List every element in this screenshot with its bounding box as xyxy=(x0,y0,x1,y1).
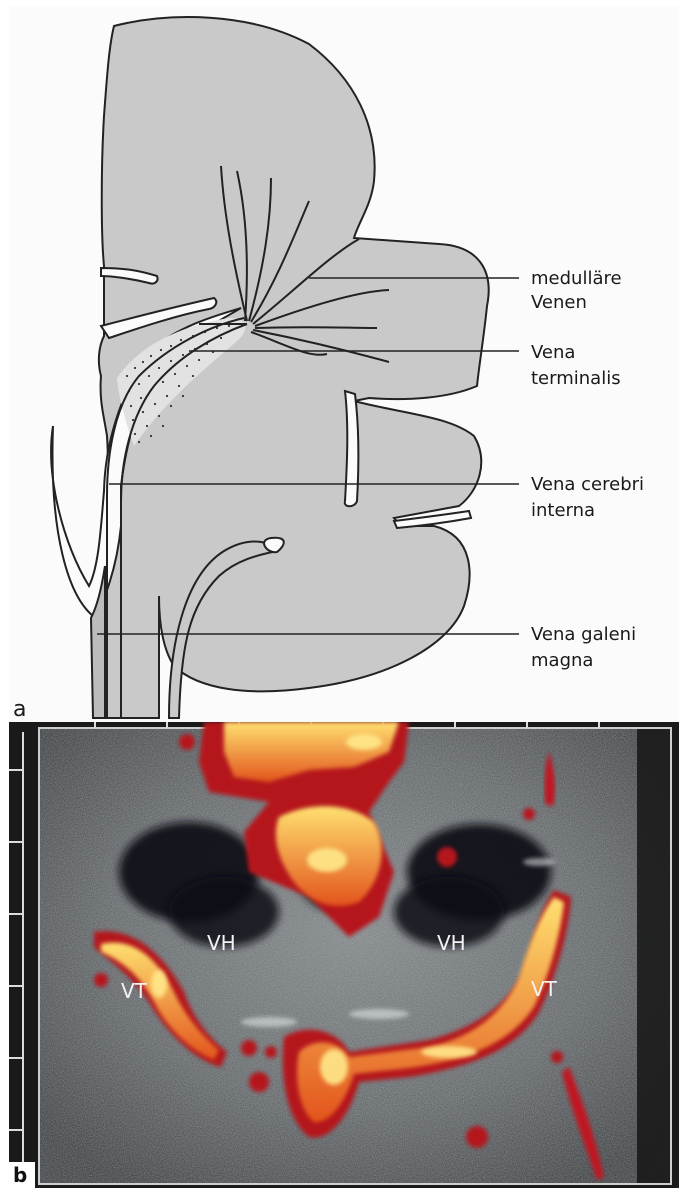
sulcus-5 xyxy=(264,538,284,552)
panel-b-letter: b xyxy=(13,1163,27,1187)
label-medullary-line2: Venen xyxy=(531,292,587,313)
panel-a-letter: a xyxy=(13,697,26,722)
label-galeni-line2: magna xyxy=(531,650,593,671)
label-terminalis-line1: Vena xyxy=(531,342,575,363)
ultrasound-panel-b: VH VH VT VT b xyxy=(9,722,679,1188)
diagram-panel-a: medulläre Venen Vena terminalis Vena cer… xyxy=(9,6,679,724)
label-medullary-line1: medulläre xyxy=(531,268,622,289)
brain-vein-schematic: medulläre Venen Vena terminalis Vena cer… xyxy=(9,6,679,724)
label-vt-left: VT xyxy=(121,979,148,1003)
label-cerebri-interna-line2: interna xyxy=(531,500,595,521)
sulcus-3 xyxy=(345,391,359,506)
label-vh-left: VH xyxy=(207,931,236,955)
scan-right-dark-edge xyxy=(637,728,671,1184)
label-cerebri-interna-line1: Vena cerebri xyxy=(531,474,644,495)
label-terminalis-line2: terminalis xyxy=(531,368,621,389)
label-vt-right: VT xyxy=(531,977,558,1001)
label-galeni-line1: Vena galeni xyxy=(531,624,636,645)
doppler-image: VH VH VT VT b xyxy=(9,722,679,1188)
label-vh-right: VH xyxy=(437,931,466,955)
